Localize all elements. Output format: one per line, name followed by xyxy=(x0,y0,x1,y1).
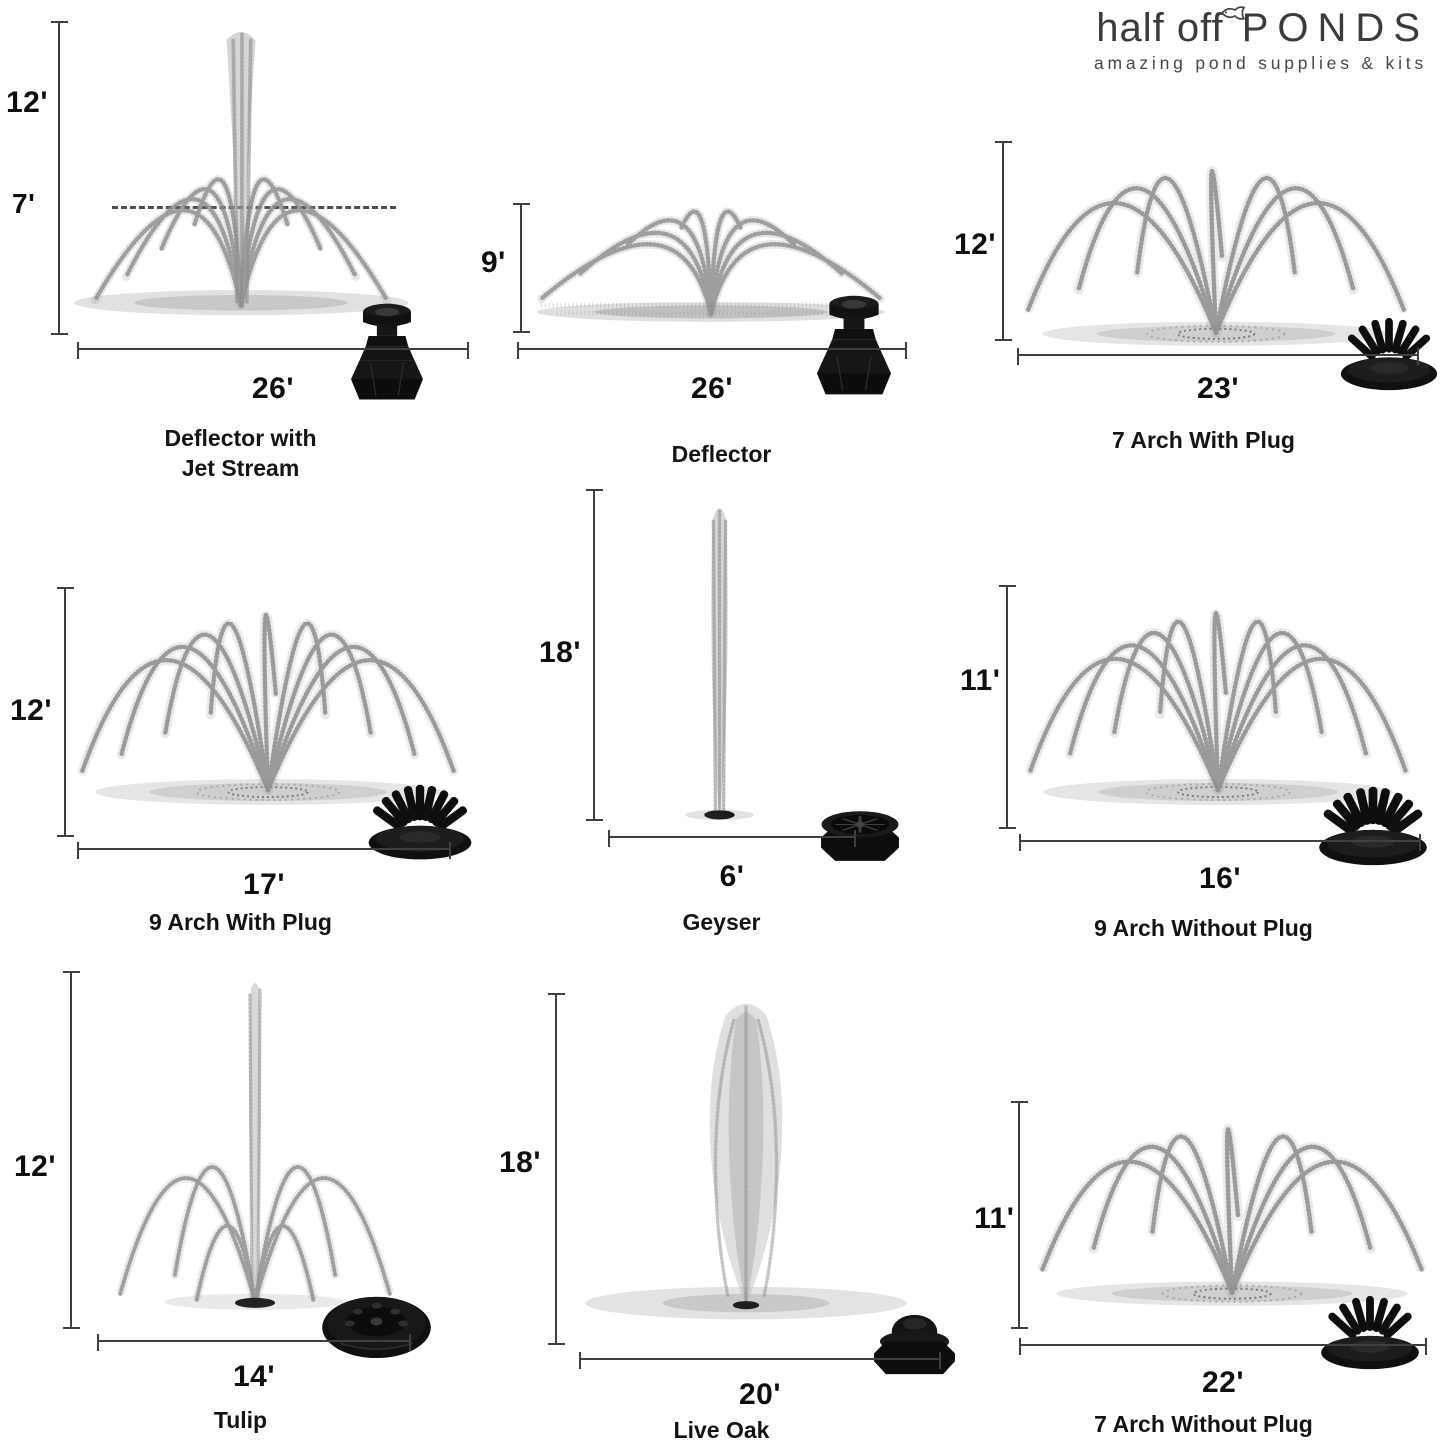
width-label: 20' xyxy=(738,1378,781,1411)
spray-illustration-deflector-jet xyxy=(66,16,416,327)
brand-name-light: half off xyxy=(1096,6,1236,50)
brand-name-bold: PONDS xyxy=(1241,6,1429,50)
9-arch-nozzle-photo xyxy=(364,780,476,866)
7-arch-nozzle-photo xyxy=(1316,1290,1424,1376)
width-label: 26' xyxy=(251,372,294,405)
panel-9-arch-with-plug: 12' 17' 9 Arch With Plug xyxy=(0,484,481,968)
brand-logo: half off PONDS amazing pond supplies & k… xyxy=(1094,6,1429,74)
tulip-float-nozzle-photo xyxy=(320,1282,434,1361)
height-label: 18' xyxy=(539,636,582,669)
nozzle-name: Geyser xyxy=(682,909,761,935)
panel-7-arch-with-plug: 12' 23' 7 Arch With Plug xyxy=(954,0,1445,484)
nozzle-name: 7 Arch Without Plug xyxy=(1094,1411,1313,1437)
nozzle-name: 9 Arch Without Plug xyxy=(1094,915,1313,941)
width-label: 6' xyxy=(719,860,745,893)
fish-icon xyxy=(1221,6,1246,20)
panel-geyser: 18' 6' Geyser xyxy=(481,484,962,968)
width-measure-line xyxy=(77,342,469,359)
brand-tagline: amazing pond supplies & kits xyxy=(1093,53,1427,73)
nozzle-name: 7 Arch With Plug xyxy=(1112,427,1295,453)
height-measure-line xyxy=(63,971,80,1329)
height-measure-line xyxy=(548,993,565,1345)
spray-illustration-9-arch xyxy=(70,584,466,812)
spray-illustration-7-arch xyxy=(1028,1094,1436,1313)
panel-deflector: 9' 26' Deflector xyxy=(481,0,962,484)
width-measure-line xyxy=(579,1352,941,1369)
height-label: 9' xyxy=(481,246,506,279)
height-measure-line xyxy=(999,585,1016,829)
secondary-height-label: 7' xyxy=(12,188,36,219)
nozzle-name: Live Oak xyxy=(673,1417,770,1443)
width-label: 14' xyxy=(232,1360,275,1393)
geyser-float-nozzle-photo xyxy=(817,790,903,866)
spray-illustration-tulip xyxy=(78,970,430,1332)
height-label: 12' xyxy=(954,228,997,261)
width-measure-line xyxy=(1019,1338,1427,1355)
width-measure-line xyxy=(1019,834,1421,851)
panel-deflector-jet-stream: 12' 7' 26' Deflector with Jet Stream xyxy=(0,0,481,484)
width-measure-line xyxy=(517,342,907,359)
height-measure-line xyxy=(1011,1101,1028,1329)
height-label: 11' xyxy=(974,1202,1015,1235)
panel-9-arch-without-plug: 11' 16' 9 Arch Without Plug xyxy=(960,484,1445,968)
height-label: 12' xyxy=(10,694,53,727)
width-measure-line xyxy=(77,842,451,859)
width-label: 17' xyxy=(242,868,285,901)
height-measure-line xyxy=(586,489,603,821)
width-measure-line xyxy=(608,830,856,847)
height-measure-line xyxy=(57,587,74,837)
width-label: 26' xyxy=(690,372,733,405)
width-label: 16' xyxy=(1198,862,1241,895)
height-measure-line xyxy=(513,203,530,333)
width-label: 23' xyxy=(1196,372,1239,405)
width-label: 22' xyxy=(1201,1366,1244,1399)
height-label: 18' xyxy=(499,1146,542,1179)
panel-tulip: 12' 14' Tulip xyxy=(0,968,481,1452)
9-arch-nozzle-photo xyxy=(1314,782,1432,872)
height-label: 11' xyxy=(960,664,1001,697)
height-label: 12' xyxy=(6,86,49,119)
panel-7-arch-without-plug: 11' 22' 7 Arch Without Plug xyxy=(962,968,1445,1452)
width-measure-line xyxy=(97,1334,411,1351)
nozzle-name: Deflector xyxy=(671,441,772,467)
height-measure-line xyxy=(51,21,68,335)
nozzle-name: Tulip xyxy=(213,1407,268,1433)
spray-illustration-live-oak xyxy=(573,990,919,1356)
height-measure-line xyxy=(995,141,1012,341)
brand-name: half off PONDS xyxy=(1094,6,1429,50)
spray-illustration-geyser xyxy=(679,490,760,824)
height-label: 12' xyxy=(14,1150,57,1183)
live-oak-float-nozzle-photo xyxy=(873,1302,957,1379)
nozzle-name: Deflector with Jet Stream xyxy=(164,425,317,481)
nozzle-name: 9 Arch With Plug xyxy=(149,909,332,935)
spray-illustration-9-arch xyxy=(1018,582,1418,812)
panel-live-oak: 18' 20' Live Oak xyxy=(481,968,962,1452)
width-measure-line xyxy=(1017,348,1419,365)
